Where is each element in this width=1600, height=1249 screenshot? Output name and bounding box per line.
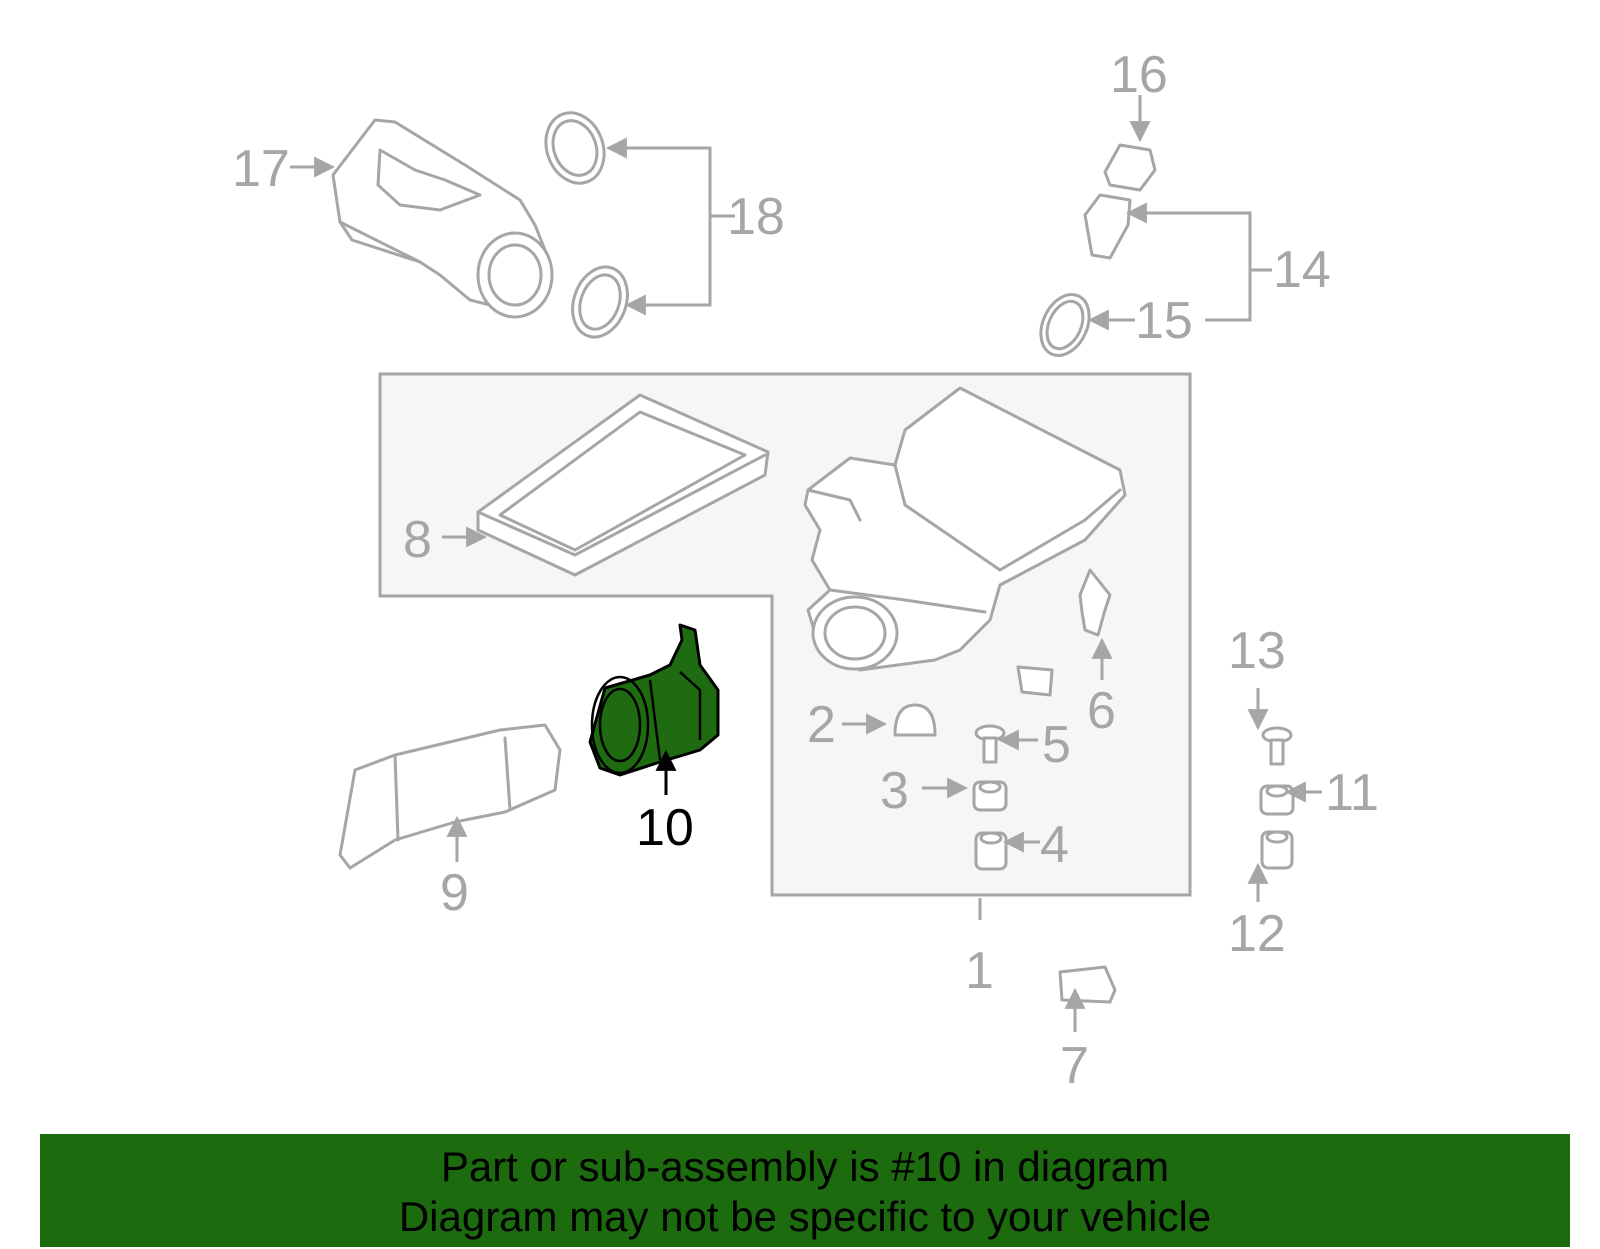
grommet-part-11[interactable] [1259,784,1295,816]
inlet-duct-part-9[interactable] [338,723,562,870]
sensor-part-16[interactable] [1103,143,1157,192]
callout-1: 1 [965,942,994,1000]
intake-duct-part-17[interactable] [331,118,554,319]
callout-15: 15 [1135,292,1193,350]
callout-17: 17 [232,140,290,198]
callout-2: 2 [807,696,836,754]
bushing-part-12[interactable] [1260,830,1294,870]
callout-8: 8 [403,511,432,569]
cap-part-2[interactable] [893,703,937,737]
clip-unnamed [1016,665,1054,697]
callout-7: 7 [1060,1037,1089,1095]
callout-14: 14 [1273,241,1331,299]
sensor-part-14[interactable] [1083,193,1132,260]
bushing-part-4[interactable] [974,831,1008,871]
callout-4: 4 [1040,816,1069,874]
callout-9: 9 [440,864,469,922]
callout-13: 13 [1228,622,1286,680]
seal-ring-part-15[interactable] [1032,287,1099,364]
callout-6: 6 [1087,682,1116,740]
banner-line-2: Diagram may not be specific to your vehi… [398,1193,1212,1240]
callout-11: 11 [1325,764,1379,822]
hose-clamp-part-18[interactable] [536,105,636,345]
bracket-part-7[interactable] [1058,965,1117,1004]
callout-labels: 17 18 16 14 15 8 2 5 3 4 6 1 7 13 11 12 … [232,46,1379,1095]
info-banner: Part or sub-assembly is #10 in diagram D… [40,1134,1570,1247]
callout-12: 12 [1228,905,1286,963]
screw-part-13[interactable] [1261,726,1293,766]
grommet-part-3[interactable] [972,780,1008,812]
bracket-part-6[interactable] [1078,568,1112,637]
mass-air-flow-sensor-part-10[interactable] [588,623,720,777]
leader-lines [290,95,1322,1032]
callout-3: 3 [880,762,909,820]
callout-5: 5 [1042,716,1071,774]
air-cleaner-housing-part-1[interactable] [803,386,1127,672]
callout-16: 16 [1110,46,1168,104]
banner-line-1: Part or sub-assembly is #10 in diagram [440,1143,1170,1190]
callout-18: 18 [727,188,785,246]
callout-10: 10 [636,799,694,857]
